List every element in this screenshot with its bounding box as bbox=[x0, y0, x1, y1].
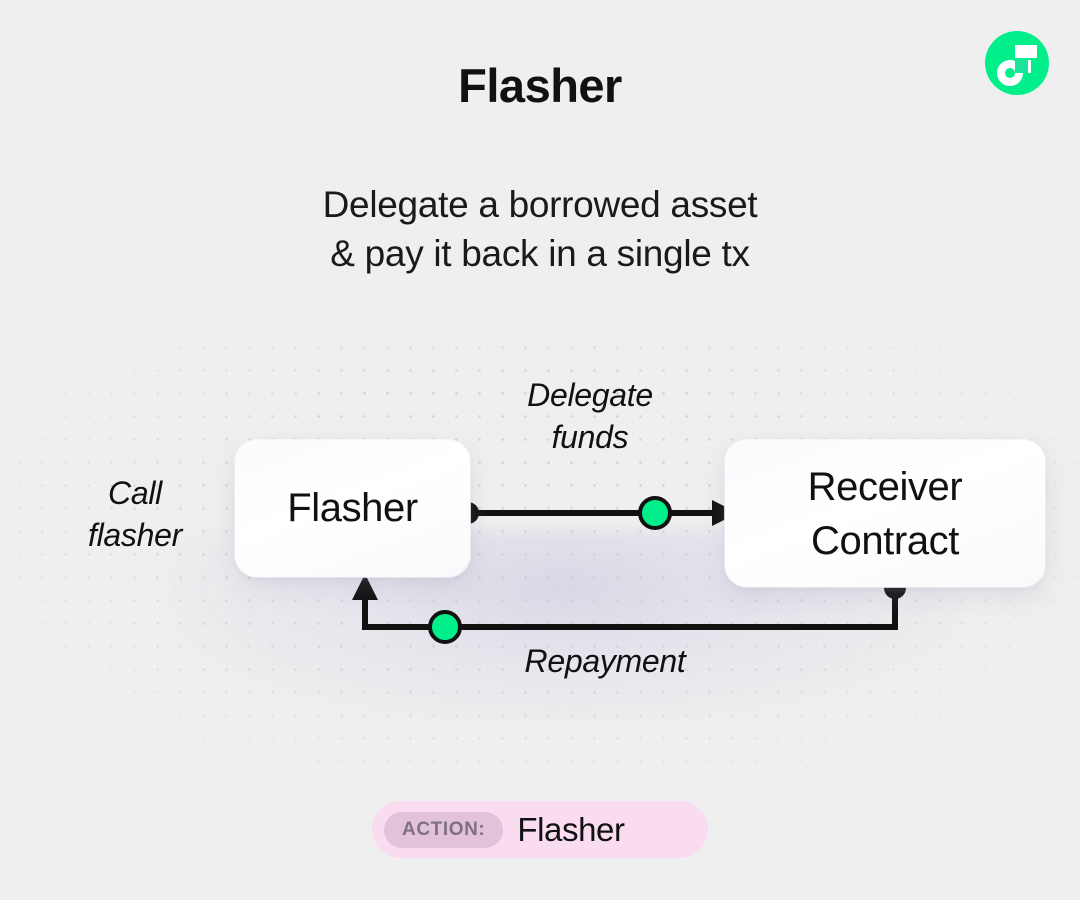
flow-logo-circle bbox=[985, 31, 1049, 95]
label-call-line-2: flasher bbox=[88, 517, 182, 553]
page-title: Flasher bbox=[458, 59, 622, 112]
action-badge-tag: ACTION: bbox=[384, 811, 504, 848]
node-receiver-label: Receiver Contract bbox=[808, 460, 963, 568]
label-delegate-funds: Delegate funds bbox=[460, 374, 720, 458]
label-call-flasher: Call flasher bbox=[35, 472, 235, 556]
flow-logo-ring bbox=[997, 60, 1023, 86]
node-receiver-label-line-1: Receiver bbox=[807, 464, 963, 509]
label-delegate-line-2: funds bbox=[551, 419, 629, 455]
flow-logo-f-top-bar bbox=[1015, 45, 1037, 58]
action-badge-value: Flasher bbox=[517, 810, 625, 848]
node-flasher[interactable]: Flasher bbox=[235, 440, 470, 577]
label-delegate-line-1: Delegate bbox=[527, 377, 653, 413]
node-receiver-contract[interactable]: Receiver Contract bbox=[725, 440, 1045, 587]
subtitle-line-1: Delegate a borrowed asset bbox=[322, 184, 758, 225]
node-flasher-label: Flasher bbox=[287, 486, 418, 530]
action-badge: ACTION: Flasher bbox=[372, 801, 708, 858]
subtitle-line-2: & pay it back in a single tx bbox=[330, 233, 750, 274]
flow-logo-accent-square bbox=[1015, 60, 1028, 73]
label-repayment: Repayment bbox=[524, 643, 686, 679]
flow-logo bbox=[985, 31, 1049, 95]
label-call-line-1: Call bbox=[108, 475, 162, 511]
page-subtitle: Delegate a borrowed asset & pay it back … bbox=[0, 180, 1080, 278]
node-receiver-label-line-2: Contract bbox=[811, 518, 959, 563]
